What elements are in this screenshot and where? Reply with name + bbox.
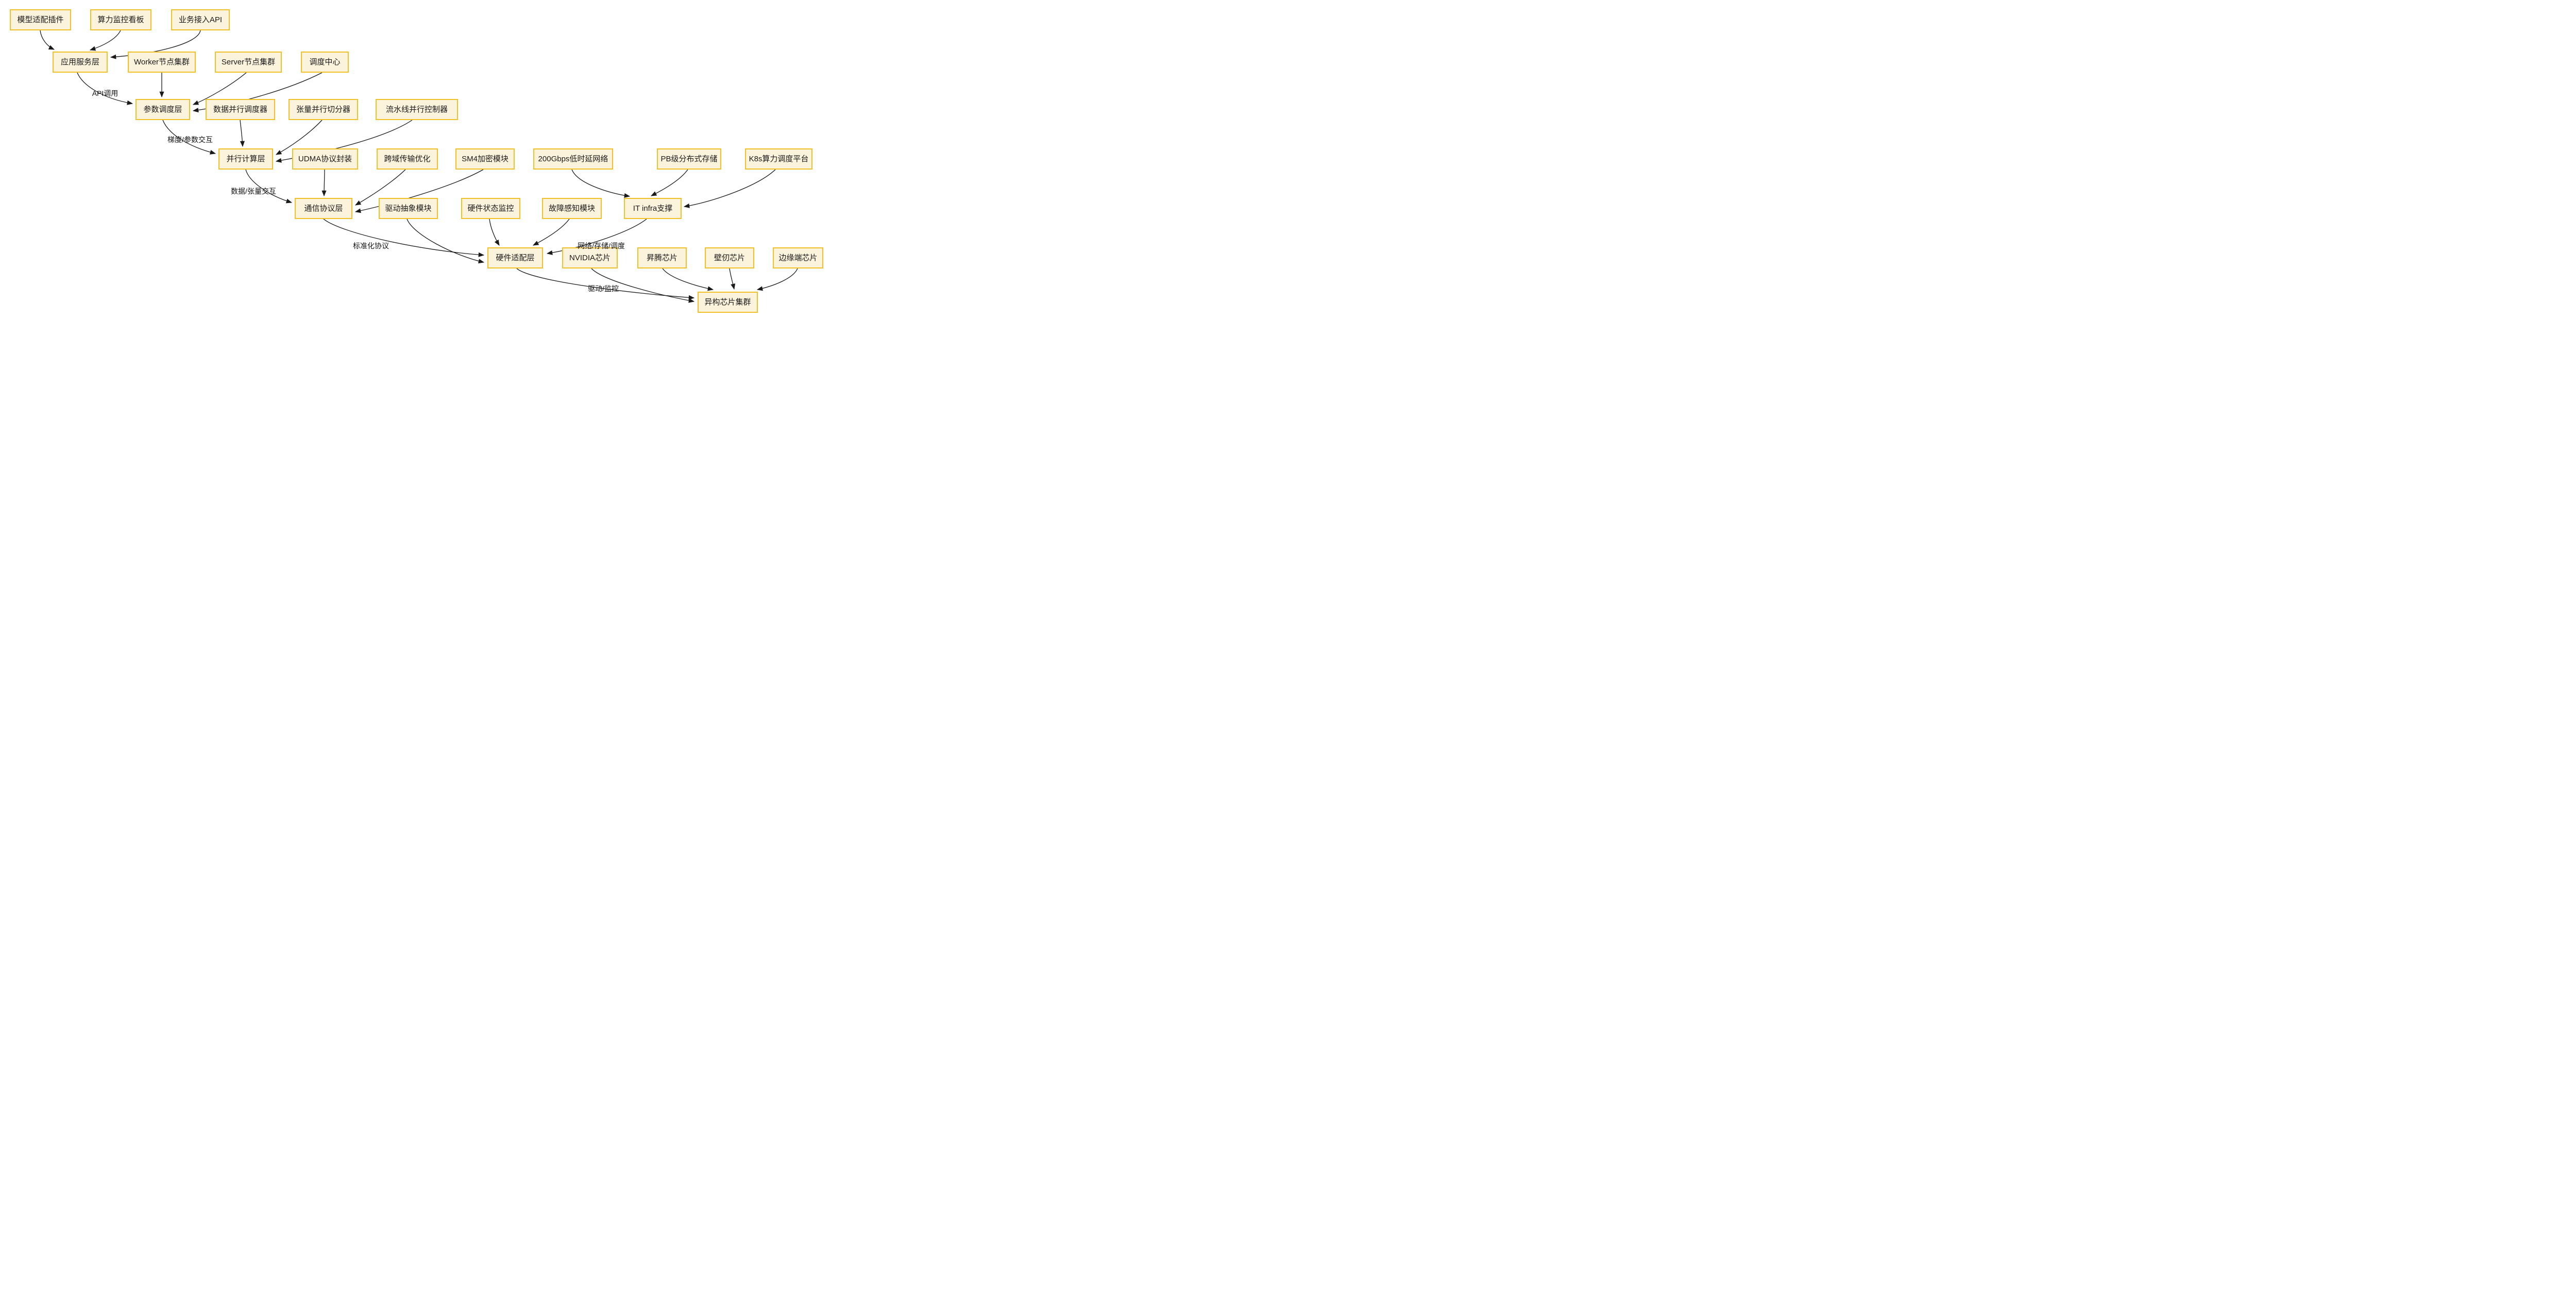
edge-tensor-parallel-to-parallel-compute xyxy=(275,120,323,155)
edge-app-service-to-param-scheduling xyxy=(77,72,133,105)
node-worker-node-cluster: Worker节点集群 xyxy=(128,52,196,73)
edges-svg xyxy=(40,30,798,303)
edge-model-adapter-to-app-service xyxy=(40,30,55,50)
node-model-adapter-plugin: 模型适配插件 xyxy=(10,9,71,30)
node-edge-chip: 边缘端芯片 xyxy=(773,247,823,268)
node-data-parallel-scheduler: 数据并行调度器 xyxy=(206,99,275,120)
edge-pipeline-parallel-to-parallel-compute xyxy=(275,120,413,163)
node-ascend-chip: 昇腾芯片 xyxy=(637,247,687,268)
node-compute-monitor-dashboard: 算力监控看板 xyxy=(90,9,151,30)
edge-param-scheduling-to-parallel-compute xyxy=(162,120,216,155)
node-k8s-compute-scheduling-platform: K8s算力调度平台 xyxy=(745,148,812,170)
node-cross-domain-transfer-opt: 跨域传输优化 xyxy=(377,148,438,170)
node-business-access-api: 业务接入API xyxy=(171,9,230,30)
node-pipeline-parallel-controller: 流水线并行控制器 xyxy=(376,99,458,120)
edge-data-parallel-to-parallel-compute xyxy=(240,120,245,147)
edge-nvidia-to-hetero-cluster xyxy=(591,268,695,303)
edge-sm4-to-comm-protocol xyxy=(354,169,484,213)
node-200gbps-low-latency-network: 200Gbps低时延网络 xyxy=(533,148,613,170)
edge-label-network-storage-schedule: 网络/存储/调度 xyxy=(578,242,625,250)
edge-monitor-dashboard-to-app-service xyxy=(89,30,121,51)
edge-fault-detection-to-hw-adaptation xyxy=(532,218,570,246)
edge-cross-domain-to-comm-protocol xyxy=(355,169,406,206)
node-parallel-compute-layer: 并行计算层 xyxy=(218,148,273,170)
edge-label-data-tensor-exchange: 数据/张量交互 xyxy=(231,187,276,195)
edge-server-cluster-to-param-scheduling xyxy=(192,72,247,105)
edge-edge-chip-to-hetero-cluster xyxy=(756,268,798,291)
node-fault-detection-module: 故障感知模块 xyxy=(542,198,602,219)
node-udma-protocol-encap: UDMA协议封装 xyxy=(292,148,358,170)
edge-pb-storage-to-it-infra xyxy=(650,169,688,196)
node-hardware-adaptation-layer: 硬件适配层 xyxy=(487,247,543,268)
node-sm4-encryption-module: SM4加密模块 xyxy=(455,148,515,170)
node-comm-protocol-layer: 通信协议层 xyxy=(295,198,352,219)
edge-label-gradient-param-exchange: 梯度/参数交互 xyxy=(167,136,213,144)
edge-200g-network-to-it-infra xyxy=(571,169,631,198)
node-biren-chip: 壁仞芯片 xyxy=(705,247,754,268)
edge-comm-protocol-to-hw-adaptation xyxy=(323,218,485,257)
edge-label-driver-monitor: 驱动/监控 xyxy=(588,284,619,293)
node-param-scheduling-layer: 参数调度层 xyxy=(135,99,190,120)
edge-it-infra-to-hw-adaptation xyxy=(546,218,647,255)
node-scheduling-center: 调度中心 xyxy=(301,52,349,73)
edge-udma-to-comm-protocol xyxy=(321,169,327,197)
edge-driver-abstraction-to-hw-adaptation xyxy=(406,218,485,264)
edge-k8s-platform-to-it-infra xyxy=(683,169,776,208)
edge-ascend-to-hetero-cluster xyxy=(662,268,714,291)
node-app-service-layer: 应用服务层 xyxy=(53,52,108,73)
edge-parallel-compute-to-comm-protocol xyxy=(245,169,293,204)
edge-label-standardized-protocol: 标准化协议 xyxy=(353,242,389,250)
node-driver-abstraction-module: 驱动抽象模块 xyxy=(379,198,438,219)
edge-hw-adaptation-to-hetero-cluster xyxy=(516,268,695,300)
node-hardware-status-monitor: 硬件状态监控 xyxy=(461,198,520,219)
edge-label-api-call: API调用 xyxy=(92,89,118,97)
node-it-infra-support: IT infra支撑 xyxy=(624,198,682,219)
node-nvidia-chip: NVIDIA芯片 xyxy=(562,247,618,268)
edge-business-api-to-app-service xyxy=(110,30,201,59)
diagram-canvas: 模型适配插件 算力监控看板 业务接入API 应用服务层 Worker节点集群 S… xyxy=(0,0,833,328)
node-server-node-cluster: Server节点集群 xyxy=(215,52,282,73)
edge-biren-to-hetero-cluster xyxy=(729,268,736,290)
edge-hw-status-monitor-to-hw-adaptation xyxy=(489,218,500,246)
node-pb-distributed-storage: PB级分布式存储 xyxy=(657,148,721,170)
node-hetero-chip-cluster: 异构芯片集群 xyxy=(698,292,758,313)
node-tensor-parallel-splitter: 张量并行切分器 xyxy=(289,99,358,120)
